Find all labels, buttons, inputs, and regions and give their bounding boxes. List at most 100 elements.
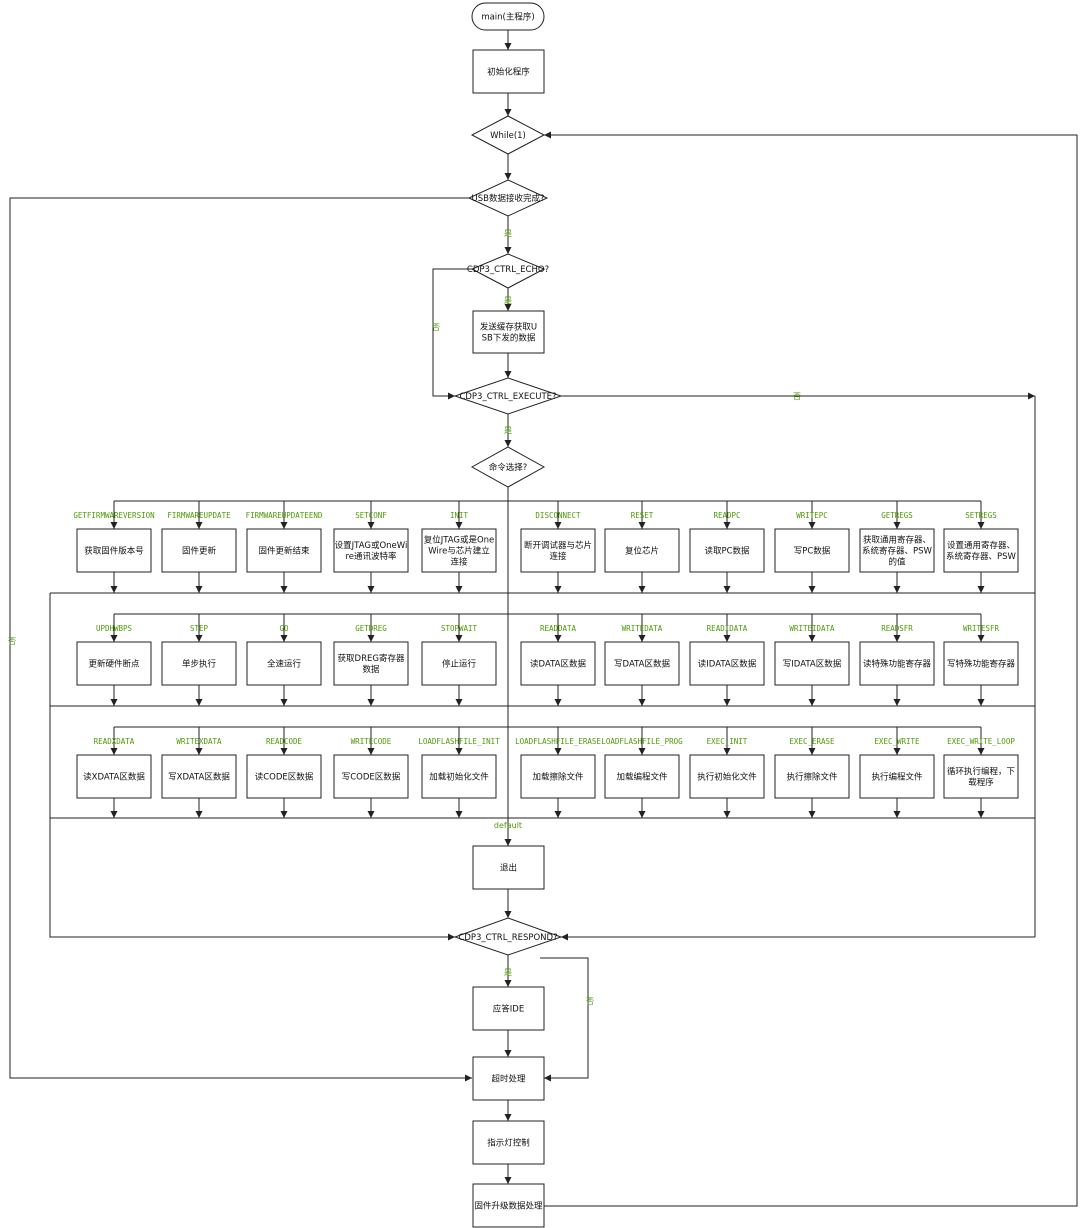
label-execute-yes: 是 (504, 426, 512, 435)
select-label: 命令选择? (489, 462, 528, 473)
command-action: 加载初始化文件 (429, 772, 489, 783)
case-label: WRITEIDATA (789, 624, 835, 633)
command-grid: GETFIRMWAREVERSION获取固件版本号FIRMWAREUPDATE固… (50, 500, 1035, 819)
led-label: 指示灯控制 (487, 1138, 530, 1149)
case-label: EXEC_ERASE (789, 737, 835, 746)
label-usb-yes: 是 (504, 229, 512, 238)
command-box (333, 754, 409, 799)
command-action: 获取固件版本号 (84, 546, 144, 557)
loop-label: While(1) (490, 131, 526, 141)
select-diamond (470, 446, 546, 488)
init-box (472, 49, 545, 94)
exit-node: 退出 (472, 845, 545, 890)
loop-diamond (470, 115, 546, 155)
command-action: 读IDATA区数据 (698, 659, 757, 670)
case-label: READSFR (881, 624, 913, 633)
exit-label: 退出 (500, 863, 517, 874)
case-label: WRITEDATA (622, 624, 663, 633)
command-action: 停止运行 (442, 659, 477, 670)
main-edges (9, 30, 1078, 1207)
command-box (161, 528, 237, 573)
command-box (76, 641, 152, 686)
command-box (604, 528, 680, 573)
command-action: 写CODE区数据 (342, 772, 401, 783)
exit-box (472, 845, 545, 890)
command-box (161, 754, 237, 799)
command-box (859, 641, 935, 686)
case-label: EXEC_WRITE (874, 737, 920, 746)
execute-label: CDP3_CTRL_EXECUTE? (459, 392, 556, 402)
command-action: 设置通用寄存器、系统寄存器、PSW (946, 540, 1017, 562)
echo-diamond (470, 253, 546, 289)
case-label: FIRMWAREUPDATEEND (246, 511, 323, 520)
case-label: LOADFLASHFILE_PROG (601, 737, 683, 746)
command-box (333, 641, 409, 686)
case-label: WRITEXDATA (176, 737, 222, 746)
command-action: 断开调试器与芯片连接 (524, 540, 592, 562)
led-box (472, 1120, 545, 1165)
case-label: STEP (190, 624, 209, 633)
case-label: READDATA (540, 624, 577, 633)
case-label: LOADFLASHFILE_ERASE (515, 737, 601, 746)
command-action: 写IDATA区数据 (783, 659, 842, 670)
command-action: 读CODE区数据 (255, 772, 314, 783)
send-box (472, 310, 545, 354)
command-action: 写PC数据 (794, 546, 831, 557)
command-action: 更新硬件断点 (88, 659, 140, 670)
left-rail (49, 593, 455, 941)
command-action: 单步执行 (182, 659, 217, 670)
execute-diamond (453, 377, 563, 415)
fw-box (472, 1183, 545, 1228)
respond-decision: CDP3_CTRL_RESPOND? (453, 917, 563, 956)
edge-respond-no (540, 957, 589, 1082)
command-action: 全速运行 (267, 659, 302, 670)
case-label: EXEC_WRITE_LOOP (947, 737, 1015, 746)
label-echo-yes: 是 (504, 296, 512, 305)
command-box (520, 528, 596, 573)
command-box (689, 754, 765, 799)
command-loadflashfile_erase: LOADFLASHFILE_ERASE 加载擦除文件 (515, 727, 601, 818)
respond-diamond (453, 917, 563, 956)
command-box (943, 528, 1019, 573)
timeout-node: 超时处理 (472, 1056, 545, 1101)
command-action: 执行初始化文件 (697, 772, 757, 783)
command-box (520, 754, 596, 799)
case-label: GETREGS (881, 511, 913, 520)
command-action: 加载擦除文件 (532, 772, 584, 783)
command-readdata: READDATA 读DATA区数据 (520, 614, 596, 706)
command-box (604, 754, 680, 799)
case-label: INIT (450, 511, 469, 520)
edge-echo-no (432, 268, 472, 400)
case-label: STOPWAIT (441, 624, 478, 633)
command-box (774, 641, 850, 686)
edge-loop-back (544, 131, 1078, 1207)
label-respond-yes: 是 (504, 968, 512, 977)
command-action: 读DATA区数据 (530, 659, 586, 670)
usb-label: USB数据接收完成? (472, 193, 545, 204)
command-step: STEP 单步执行 (161, 614, 237, 706)
command-box (689, 528, 765, 573)
timeout-label: 超时处理 (491, 1074, 526, 1085)
command-box (76, 528, 152, 573)
